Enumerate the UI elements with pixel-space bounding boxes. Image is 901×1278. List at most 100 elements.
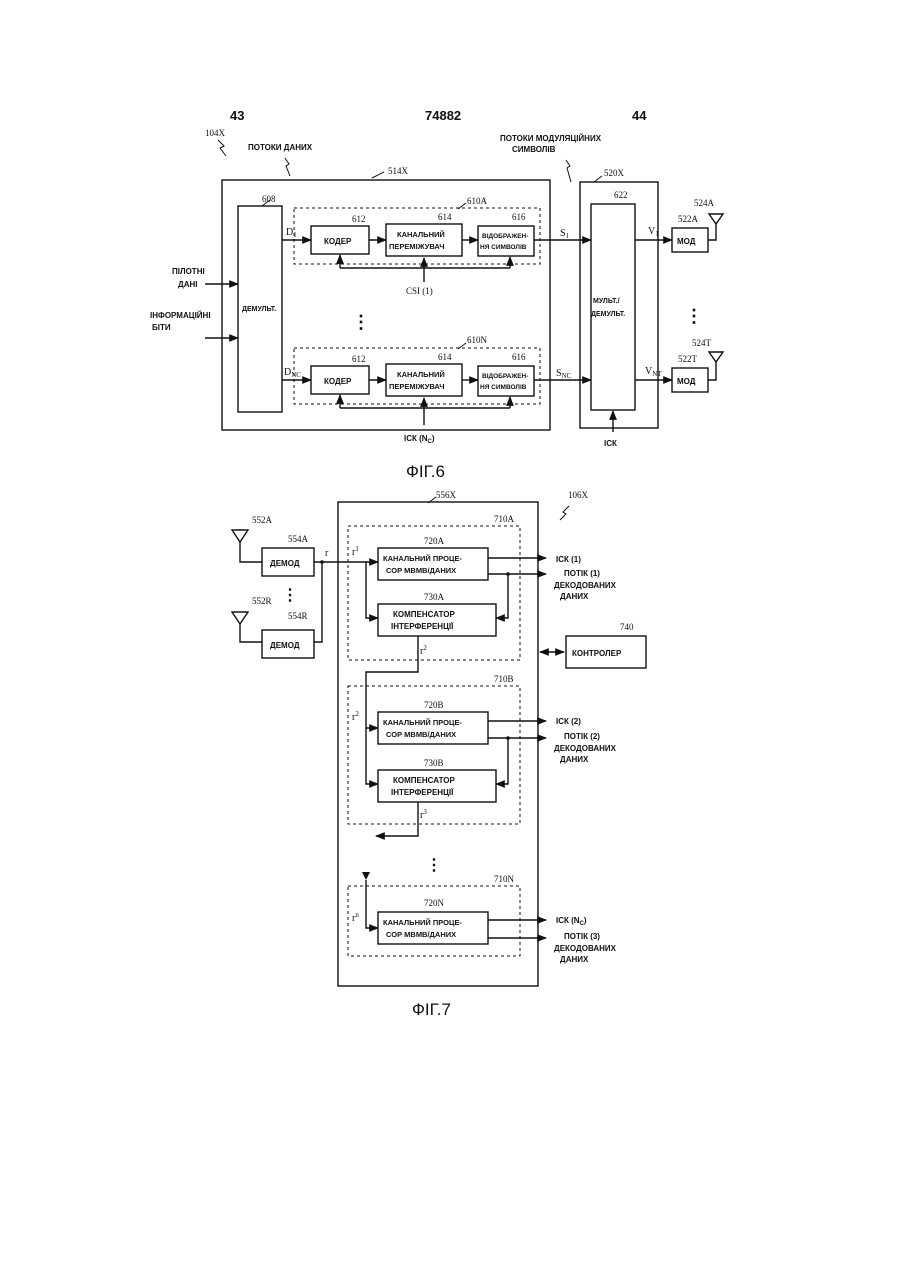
stream1-label-3: ДАНИХ — [560, 592, 589, 601]
s1-label: S1 — [560, 228, 570, 240]
r2-label-a: r2 — [420, 644, 427, 657]
rn-path — [366, 880, 378, 928]
antenna-524a — [709, 214, 723, 224]
mux-csi-label: ІСК — [604, 439, 617, 448]
interleaver-label-a-2: ПЕРЕМІЖУВАЧ — [389, 242, 445, 251]
symbol-mapping-label-n-2: НЯ СИМВОЛІВ — [480, 384, 527, 391]
data-streams-pointer — [285, 158, 290, 176]
rn-label: rn — [352, 911, 359, 924]
r3-path — [376, 802, 418, 836]
ref-614-n: 614 — [438, 352, 452, 362]
mod-symbol-streams-label-2: СИМВОЛІВ — [512, 145, 556, 154]
r2-to-compensator — [366, 728, 378, 784]
demod-label-a: ДЕМОД — [270, 559, 300, 568]
figure-7-caption: ФІГ.7 — [412, 1000, 451, 1019]
ref-610a: 610A — [467, 196, 488, 206]
compensator-730a-label-1: КОМПЕНСАТОР — [393, 610, 456, 619]
ref-514x: 514X — [388, 166, 409, 176]
antenna-524t — [709, 352, 723, 362]
antenna-552r-feed — [240, 624, 262, 642]
chan-proc-720b — [378, 712, 488, 744]
ref-610n: 610N — [467, 335, 488, 345]
mod-symbol-streams-label-1: ПОТОКИ МОДУЛЯЦІЙНИХ — [500, 134, 602, 143]
ref-522a: 522A — [678, 214, 699, 224]
stream2-label-3: ДАНИХ — [560, 755, 589, 764]
ref-554r: 554R — [288, 611, 308, 621]
mux-label-2: ДЕМУЛЬТ. — [591, 311, 625, 318]
chan-proc-720a — [378, 548, 488, 580]
ref-710n: 710N — [494, 874, 515, 884]
csi1-label: CSI (1) — [406, 286, 433, 296]
dnc-label: DNC — [284, 367, 301, 379]
fig6-vertical-dots: ⋮ — [352, 312, 370, 332]
stream2-label-1: ПОТІК (2) — [564, 732, 600, 741]
symbol-mapping-label-a-1: ВІДОБРАЖЕН- — [482, 233, 528, 240]
rn-input-marker — [362, 872, 370, 880]
coder-label-n: КОДЕР — [324, 377, 352, 386]
figure-7: 556X 106X 552A ДЕМОД 554A ⋮ 552R ДЕМОД 5… — [232, 490, 646, 1019]
ref-554a: 554A — [288, 534, 309, 544]
compensator-730a — [378, 604, 496, 636]
chan-proc-720a-label-2: СОР МВМВ/ДАНИХ — [386, 566, 456, 575]
interleaver-block-n — [386, 364, 462, 396]
r2-label-b: r2 — [352, 710, 359, 723]
compensator-730a-label-2: ІНТЕРФЕРЕНЦІЇ — [391, 622, 454, 631]
vnt-label: VNT — [645, 366, 662, 378]
mod-label-a: МОД — [677, 237, 696, 246]
symbol-mapping-label-a-2: НЯ СИМВОЛІВ — [480, 244, 527, 251]
ref-612-a: 612 — [352, 214, 366, 224]
compensator-730b-label-1: КОМПЕНСАТОР — [393, 776, 456, 785]
csinc-label: ІСК (NC) — [404, 434, 435, 445]
ref-524a: 524A — [694, 198, 715, 208]
ref-556x: 556X — [436, 490, 457, 500]
stream3-label-3: ДАНИХ — [560, 955, 589, 964]
symbol-mapping-block-n — [478, 366, 534, 396]
ref-730b: 730B — [424, 758, 444, 768]
r-junction-dot — [320, 560, 324, 564]
page-number-right: 44 — [632, 108, 647, 123]
demod-label-r: ДЕМОД — [270, 641, 300, 650]
pilot-data-label-2: ДАНІ — [178, 280, 197, 289]
mux-demux-block — [591, 204, 635, 410]
page-number-left: 43 — [230, 108, 244, 123]
symbol-mapping-block-a — [478, 226, 534, 256]
chan-proc-720n — [378, 912, 488, 944]
ref-720a: 720A — [424, 536, 445, 546]
mod-label-t: МОД — [677, 377, 696, 386]
patent-number: 74882 — [425, 108, 461, 123]
interleaver-block-a — [386, 224, 462, 256]
ref-730a: 730A — [424, 592, 445, 602]
ref-106x-squiggle — [560, 506, 569, 520]
antenna-feed-t — [708, 362, 716, 380]
ref-522t: 522T — [678, 354, 698, 364]
ref-552r: 552R — [252, 596, 272, 606]
pilot-data-label-1: ПІЛОТНІ — [172, 267, 205, 276]
stream1-to-compensator — [496, 574, 508, 618]
ref-710b: 710B — [494, 674, 514, 684]
ref-104x: 104X — [205, 128, 226, 138]
stages-vertical-dots: ⋮ — [426, 857, 442, 874]
ref-608: 608 — [262, 194, 276, 204]
antenna-552r — [232, 612, 248, 624]
stream2-label-2: ДЕКОДОВАНИХ — [554, 744, 617, 753]
csi2-out-label: ІСК (2) — [556, 717, 581, 726]
d1-label: D1 — [286, 227, 297, 239]
antenna-feed-a — [708, 224, 716, 240]
ref-720b: 720B — [424, 700, 444, 710]
controller-label: КОНТРОЛЕР — [572, 649, 622, 658]
chan-proc-720n-label-1: КАНАЛЬНИЙ ПРОЦЕ- — [383, 918, 462, 927]
mux-label-1: МУЛЬТ./ — [593, 298, 620, 305]
r-vector-label: r — [325, 548, 329, 559]
symbol-mapping-label-n-1: ВІДОБРАЖЕН- — [482, 373, 528, 380]
ref-514x-leader — [372, 172, 384, 178]
ref-616-n: 616 — [512, 352, 526, 362]
ref-104x-squiggle — [218, 140, 226, 156]
info-bits-label-2: БІТИ — [152, 323, 171, 332]
demod-r-merge — [314, 562, 322, 642]
interleaver-label-n-1: КАНАЛЬНИЙ — [397, 370, 445, 379]
mod-streams-pointer — [566, 160, 571, 182]
ref-524t: 524T — [692, 338, 712, 348]
ref-614-a: 614 — [438, 212, 452, 222]
ref-520x: 520X — [604, 168, 625, 178]
